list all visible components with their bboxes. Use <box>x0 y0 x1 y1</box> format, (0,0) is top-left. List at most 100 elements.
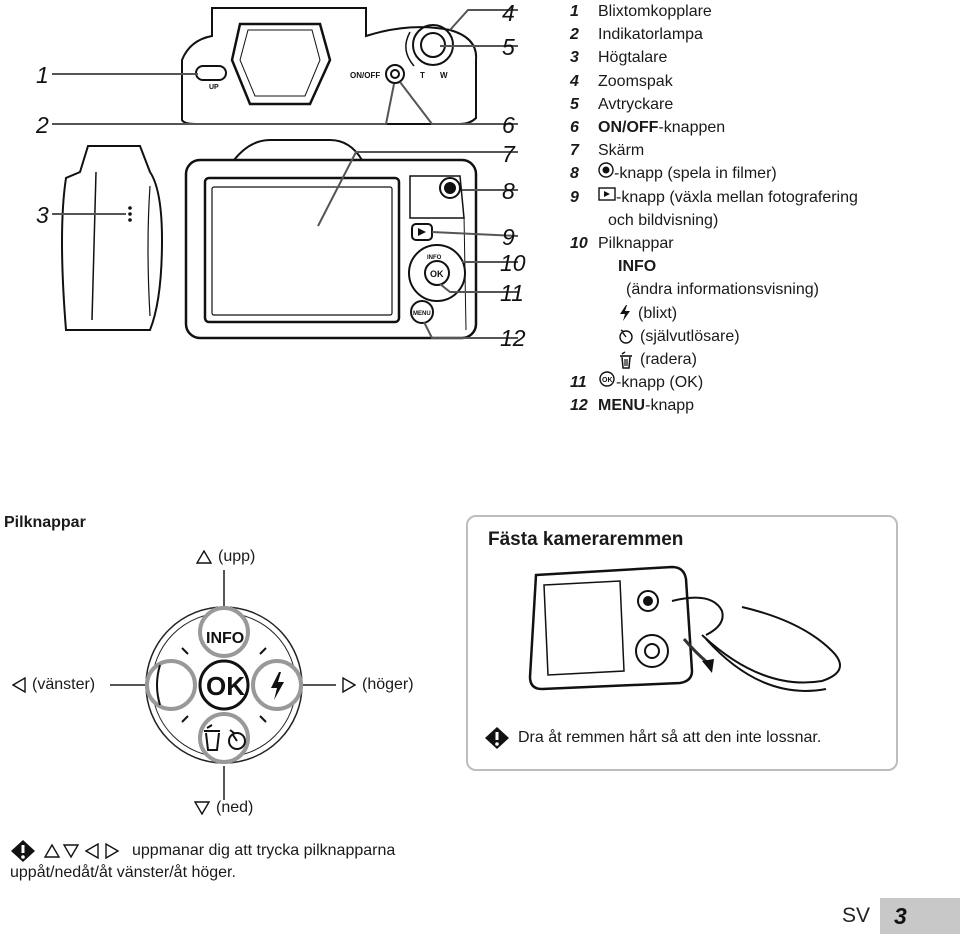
camera-top-view: ON/OFF T W UP INFO OK MENU <box>52 7 519 340</box>
strap-title: Fästa kameraremmen <box>488 529 684 550</box>
arrow-button-note: uppmanar dig att trycka pilknapparna upp… <box>10 839 480 883</box>
dir-right-label: (höger) <box>342 676 414 694</box>
legend-text: -knapp (växla mellan fotografering <box>616 188 858 206</box>
legend-num: 5 <box>570 95 579 113</box>
onoff-mark: ON/OFF <box>350 71 380 80</box>
pad-info-label: INFO <box>206 630 244 647</box>
dir-up-label: (upp) <box>196 548 255 566</box>
legend-num: 9 <box>570 188 579 206</box>
back-info-mark: INFO <box>427 255 442 261</box>
legend-sub-timer: (självutlösare) <box>570 325 960 348</box>
flash-up-mark: UP <box>209 84 219 91</box>
callout-11: 11 <box>500 280 524 306</box>
legend-item: 8 -knapp (spela in filmer) <box>570 162 960 185</box>
callout-2: 2 <box>36 112 49 138</box>
back-menu-mark: MENU <box>413 311 431 317</box>
pad-timer-icon <box>228 729 246 750</box>
legend-text: (ändra informationsvisning) <box>626 281 819 299</box>
legend-text: Avtryckare <box>598 95 674 113</box>
legend-text: Blixtomkopplare <box>598 3 712 20</box>
caution-icon <box>485 727 509 749</box>
dir-left-label: (vänster) <box>12 676 95 694</box>
flash-icon <box>620 305 630 322</box>
strap-illustration <box>528 565 841 692</box>
legend-item: 10 Pilknappar <box>570 232 960 255</box>
movie-record-icon <box>598 162 614 179</box>
legend-text: Pilknappar <box>598 235 674 253</box>
callout-12: 12 <box>500 325 526 351</box>
footer-note-line2: uppåt/nedåt/åt vänster/åt höger. <box>10 864 236 881</box>
page-number: 3 <box>894 903 907 929</box>
arrow-symbols-icon <box>44 843 120 859</box>
legend-text: Högtalare <box>598 49 668 67</box>
legend-item: 9 -knapp (växla mellan fotografering <box>570 186 960 209</box>
footer-note-line1: uppmanar dig att trycka pilknapparna <box>132 842 396 859</box>
callout-9: 9 <box>502 224 515 250</box>
legend-text: -knapp (OK) <box>616 374 704 392</box>
info-label: INFO <box>618 258 657 276</box>
legend-sub-info-desc: (ändra informationsvisning) <box>570 278 960 301</box>
callout-1: 1 <box>36 62 49 88</box>
legend-text: -knapp (spela in filmer) <box>614 165 777 183</box>
onoff-label: ON/OFF <box>598 119 659 137</box>
legend-num: 7 <box>570 142 579 160</box>
page-tab: SV 3 <box>834 898 960 934</box>
legend-item: 4 Zoomspak <box>570 70 960 93</box>
up-triangle-icon <box>196 550 212 564</box>
legend-num: 10 <box>570 235 588 253</box>
dir-down-label: (ned) <box>194 799 253 817</box>
legend-num: 12 <box>570 397 588 415</box>
legend-item: 6 ON/OFF-knappen <box>570 116 960 139</box>
legend-item: 7 Skärm <box>570 139 960 162</box>
legend-continuation: och bildvisning) <box>608 211 719 229</box>
page-number-box <box>880 898 960 934</box>
legend-num: 6 <box>570 119 579 137</box>
legend-item: 2 Indikatorlampa <box>570 23 960 46</box>
legend-text: Zoomspak <box>598 72 673 90</box>
callout-6: 6 <box>502 112 515 138</box>
legend-text: (blixt) <box>638 304 678 322</box>
up-text: (upp) <box>218 548 256 565</box>
pilknappar-heading: Pilknappar <box>4 514 86 531</box>
legend-num: 11 <box>570 374 587 392</box>
playback-icon <box>598 186 616 201</box>
menu-label: MENU <box>598 397 646 415</box>
right-triangle-icon <box>342 677 356 693</box>
legend-num: 2 <box>570 26 579 44</box>
caution-icon <box>11 840 35 862</box>
legend-text: Indikatorlampa <box>598 26 703 44</box>
right-text: (höger) <box>362 676 414 693</box>
legend-item: 12 MENU-knapp <box>570 394 960 417</box>
legend-text: (självutlösare) <box>640 327 740 345</box>
callout-10: 10 <box>500 250 526 276</box>
strap-note: Dra åt remmen hårt så att den inte lossn… <box>484 726 821 750</box>
callout-3: 3 <box>36 202 49 228</box>
legend-num: 1 <box>570 3 579 20</box>
trash-icon <box>620 351 632 369</box>
legend-item: 1 Blixtomkopplare <box>570 0 960 23</box>
legend-num: 4 <box>570 72 579 90</box>
legend-sub-info: INFO <box>570 255 960 278</box>
callout-7: 7 <box>502 141 515 167</box>
legend-text: (radera) <box>640 351 697 369</box>
down-text: (ned) <box>216 799 254 816</box>
page-lang: SV <box>842 904 871 927</box>
down-triangle-icon <box>194 801 210 815</box>
svg-text:OK: OK <box>602 377 613 384</box>
strap-panel: Fästa kameraremmen Dra åt remmen hårt så… <box>466 515 898 771</box>
legend-text: -knappen <box>658 119 726 137</box>
pad-ok-label: OK <box>206 671 245 701</box>
zoom-w-mark: W <box>440 71 448 80</box>
callout-5: 5 <box>502 34 515 60</box>
arrow-pad-diagram: INFO OK <box>110 570 336 800</box>
legend-sub-delete: (radera) <box>570 348 960 371</box>
legend-item: 11 OK -knapp (OK) <box>570 371 960 394</box>
self-timer-icon <box>619 329 633 345</box>
pad-trash-icon <box>204 724 220 751</box>
legend-text: -knapp <box>645 397 695 415</box>
ok-button-icon: OK <box>599 371 615 387</box>
callout-8: 8 <box>502 178 515 204</box>
legend-text: Skärm <box>598 142 645 160</box>
